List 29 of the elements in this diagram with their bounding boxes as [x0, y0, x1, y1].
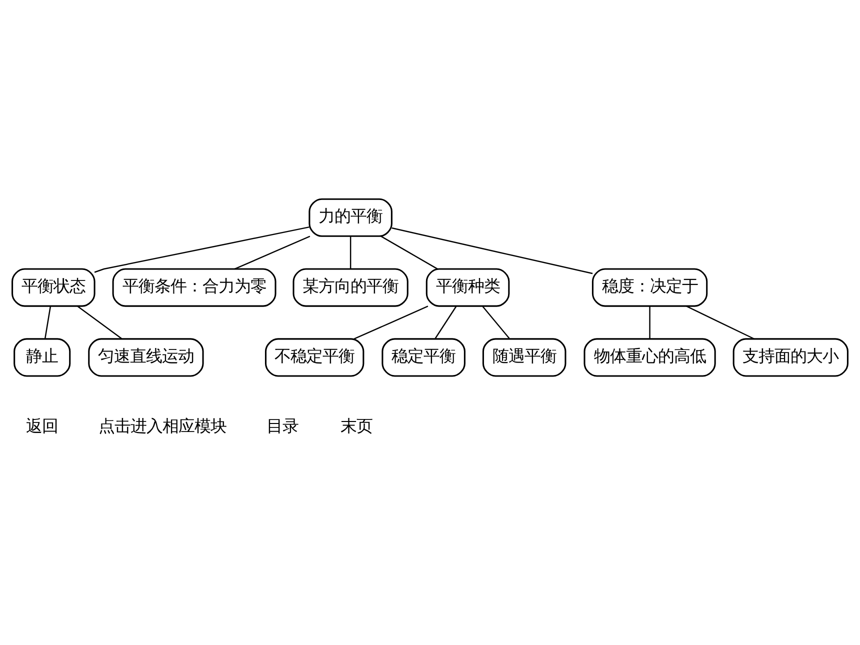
connector [392, 227, 593, 274]
connector [94, 226, 310, 273]
node-box: 静止 [14, 338, 71, 377]
node-box: 平衡种类 [426, 268, 510, 307]
node-box: 平衡状态 [12, 268, 96, 307]
connector [482, 306, 510, 339]
node-box: 支持面的大小 [732, 338, 848, 377]
connector [434, 306, 457, 339]
node-box: 匀速直线运动 [88, 338, 204, 377]
node-box: 某方向的平衡 [292, 268, 408, 307]
node-box: 物体重心的高低 [584, 338, 716, 377]
node-box: 平衡条件：合力为零 [112, 268, 276, 307]
node-box: 不稳定平衡 [264, 338, 364, 377]
label: 末页 [340, 416, 373, 436]
label: 点击进入相应模块 [98, 416, 226, 436]
label: 返回 [26, 416, 58, 436]
connector [380, 236, 438, 270]
node-box: 稳度：决定于 [592, 268, 708, 307]
label: 目录 [266, 416, 299, 436]
connector [354, 306, 428, 340]
connector [234, 236, 310, 270]
connector [44, 306, 52, 339]
connector [77, 306, 122, 340]
connector [350, 236, 352, 269]
connector [686, 306, 754, 340]
node-box: 力的平衡 [308, 198, 392, 237]
node-box: 随遇平衡 [482, 338, 566, 377]
node-box: 稳定平衡 [382, 338, 466, 377]
connector [649, 306, 650, 338]
